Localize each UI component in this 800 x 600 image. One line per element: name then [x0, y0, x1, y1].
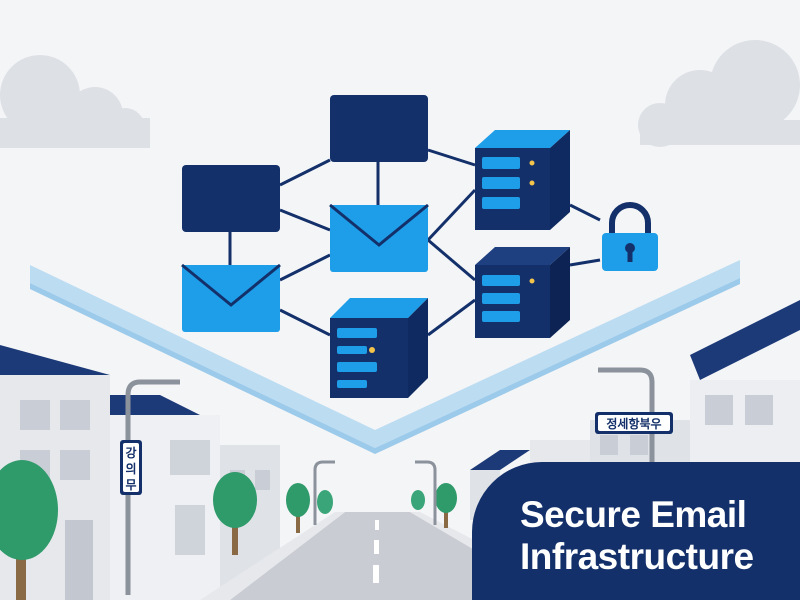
lock-icon — [602, 202, 658, 271]
computer-node-icon — [182, 165, 280, 232]
street-lamp — [598, 367, 655, 470]
sign-label: 정세항북우 — [606, 416, 661, 431]
cloud-right — [638, 40, 800, 147]
street-lamp — [125, 379, 180, 595]
sign-char: 강 — [125, 446, 136, 460]
page-title: Secure Email Infrastructure — [520, 494, 790, 578]
road-markings — [373, 520, 379, 583]
sign-char: 의 — [125, 461, 136, 476]
tree — [0, 460, 58, 600]
vertical-street-sign: 강 의 무 — [120, 440, 142, 495]
street-banner-sign: 정세항북우 — [595, 412, 673, 434]
tree — [411, 490, 425, 510]
computer-node-icon — [330, 95, 428, 162]
tree — [435, 483, 457, 528]
sidewalk-left — [200, 512, 345, 600]
title-line-2: Infrastructure — [520, 536, 754, 577]
server-icon — [475, 247, 570, 338]
cloud-left — [0, 55, 150, 148]
title-line-1: Secure Email — [520, 494, 747, 535]
title-panel — [472, 462, 800, 600]
tree — [286, 483, 310, 533]
envelope-icon — [181, 263, 281, 332]
sign-char: 무 — [125, 478, 136, 492]
tree — [317, 490, 333, 514]
tree — [213, 472, 257, 555]
envelope-icon — [329, 203, 429, 272]
network-links — [228, 148, 601, 337]
server-icon — [330, 298, 428, 398]
server-icon — [475, 130, 570, 230]
street-lamp — [313, 460, 437, 525]
